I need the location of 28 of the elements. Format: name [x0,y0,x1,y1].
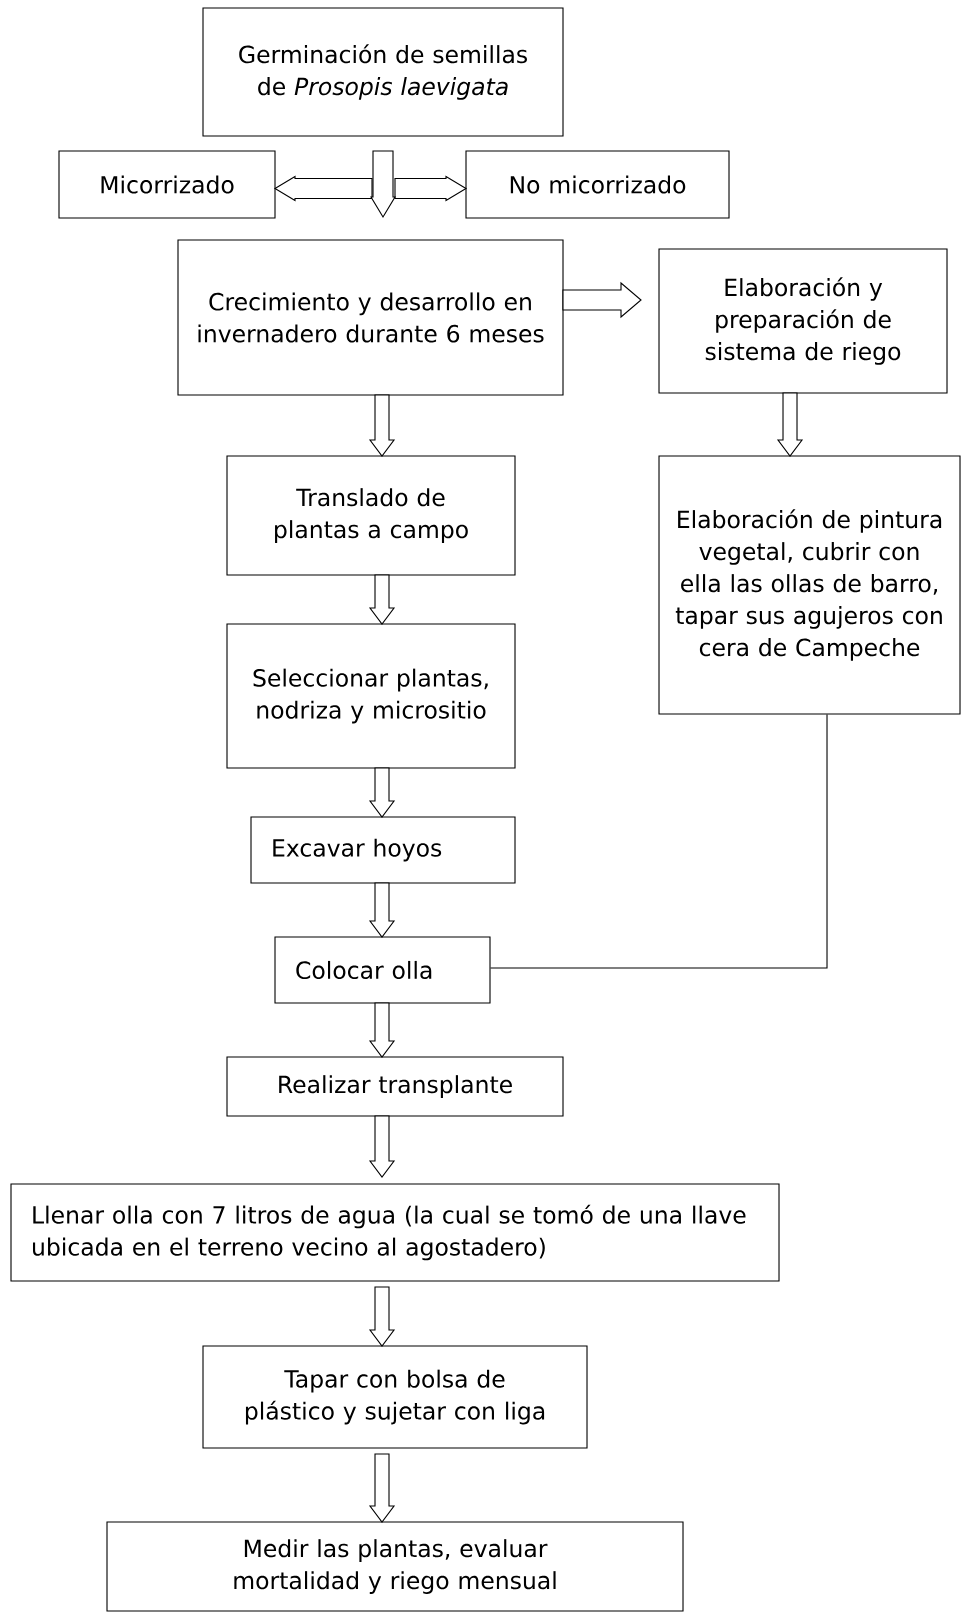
block-arrow [368,1453,396,1523]
block-arrow [368,1002,396,1058]
process-box: Translado de plantas a campo [226,455,516,576]
block-arrow [368,394,396,457]
process-box: Germinación de semillas de Prosopis laevigata [202,7,564,137]
process-box: Elaboración y preparación de sistema de riego [658,248,948,394]
process-box: Crecimiento y desarrollo en invernadero durante 6 meses [177,239,564,396]
process-box: Elaboración de pintura vegetal, cubrir con ella las ollas de barro, tapar sus agujeros con cera de Campeche [658,455,961,715]
process-box: No micorrizado [465,150,730,219]
process-box: Medir las plantas, evaluar mortalidad y riego mensual [106,1521,684,1612]
block-arrow [273,175,373,202]
process-box: Seleccionar plantas, nodriza y micrositio [226,623,516,769]
block-arrow [394,175,468,202]
block-arrow [368,767,396,818]
process-box: Llenar olla con 7 litros de agua (la cual se tomó de una llave ubicada en el terreno vecino al agostadero) [10,1183,780,1282]
block-arrow [562,281,642,319]
process-box: Tapar con bolsa de plástico y sujetar con liga [202,1345,588,1449]
process-box: Micorrizado [58,150,276,219]
process-box: Realizar transplante [226,1056,564,1117]
block-arrow [368,1115,396,1178]
block-arrow [368,574,396,625]
block-arrow [370,150,396,219]
block-arrow [368,882,396,938]
block-arrow [776,392,804,457]
block-arrow [368,1286,396,1347]
process-box: Excavar hoyos [250,816,516,884]
process-box: Colocar olla [274,936,491,1004]
connector-line [490,714,828,969]
